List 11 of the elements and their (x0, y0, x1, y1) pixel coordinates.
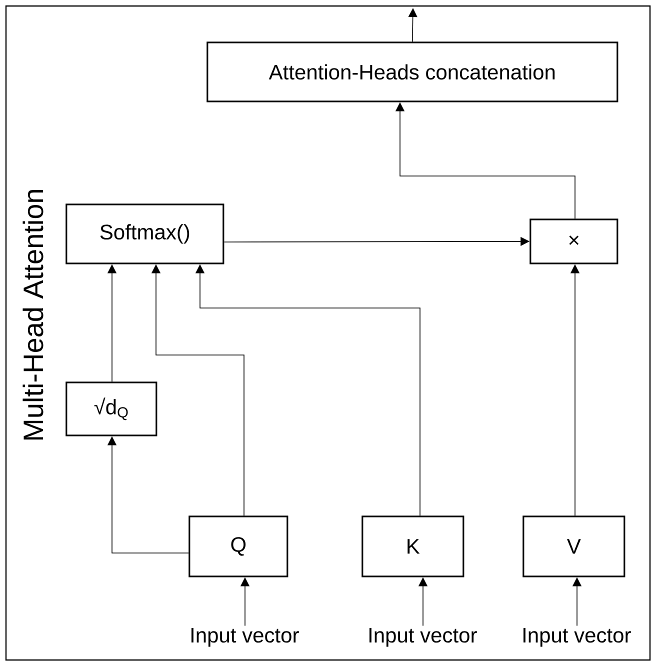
input-label: Input vector (191, 628, 299, 647)
frame-title: Multi-Head Attention (22, 190, 44, 440)
process-box: Attention-Heads concatenation (206, 42, 618, 102)
process-box: Softmax() (66, 204, 224, 264)
input-label: Input vector (523, 628, 631, 647)
process-box: √d$_{Q}$ (66, 382, 158, 436)
process-box: V (522, 516, 626, 578)
process-box: Q (188, 516, 288, 578)
process-box: K (362, 516, 464, 578)
input-label: Input vector (369, 628, 477, 647)
process-box: × (530, 218, 618, 264)
